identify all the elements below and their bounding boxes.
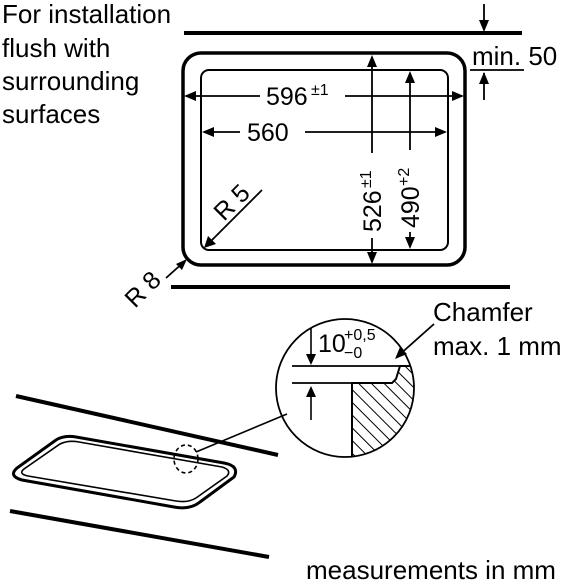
- dimension-560-arrow: [202, 127, 447, 137]
- detail-depth-value: 10: [318, 330, 346, 358]
- dimension-526: 526: [359, 190, 387, 232]
- units-note: measurements in mm: [306, 555, 556, 585]
- radius-r8-leader: [165, 259, 187, 279]
- dimension-490: 490: [397, 186, 425, 228]
- perspective-cutout-outer: [12, 434, 238, 510]
- installation-note-line-2: flush with: [2, 33, 111, 63]
- detail-leader-line: [195, 413, 288, 453]
- worktop-perspective-back-edge: [15, 394, 279, 457]
- dimension-596-arrow: [184, 91, 464, 101]
- detail-depth-tolerance-lower: −0: [344, 345, 362, 362]
- min-edge-label: min. 50: [472, 41, 558, 71]
- installation-note-line-1: For installation: [2, 0, 172, 29]
- installation-note-line-3: surrounding: [2, 66, 140, 96]
- radius-r5: R 5: [208, 179, 255, 226]
- min-50-marker: [470, 4, 524, 100]
- dimension-526-arrow: [367, 55, 377, 264]
- cutout-outer-outline: [181, 51, 467, 267]
- chamfer-label-line-2: max. 1 mm: [433, 331, 562, 361]
- chamfer-label-line-1: Chamfer: [433, 297, 533, 327]
- dimension-526-tolerance: ±1: [358, 170, 375, 188]
- radius-r5-leader: [204, 189, 263, 248]
- dimension-490-arrow: [405, 71, 415, 249]
- dimension-596-tolerance: ±1: [311, 82, 329, 99]
- dimension-560: 560: [247, 119, 289, 147]
- dimension-490-tolerance: +2: [396, 168, 413, 186]
- radius-r8: R 8: [119, 266, 166, 313]
- detail-depth-tolerance-upper: +0,5: [344, 327, 376, 344]
- worktop-perspective-front-edge: [9, 509, 270, 559]
- worktop-cross-section-hatch: [351, 365, 414, 457]
- cutout-inner-outline: [200, 69, 449, 251]
- chamfer-leader: [395, 323, 435, 359]
- perspective-cutout-inner: [20, 440, 230, 503]
- installation-note-line-4: surfaces: [2, 99, 101, 129]
- dimension-596: 596: [266, 83, 308, 111]
- detail-marker-ellipse: [173, 444, 199, 474]
